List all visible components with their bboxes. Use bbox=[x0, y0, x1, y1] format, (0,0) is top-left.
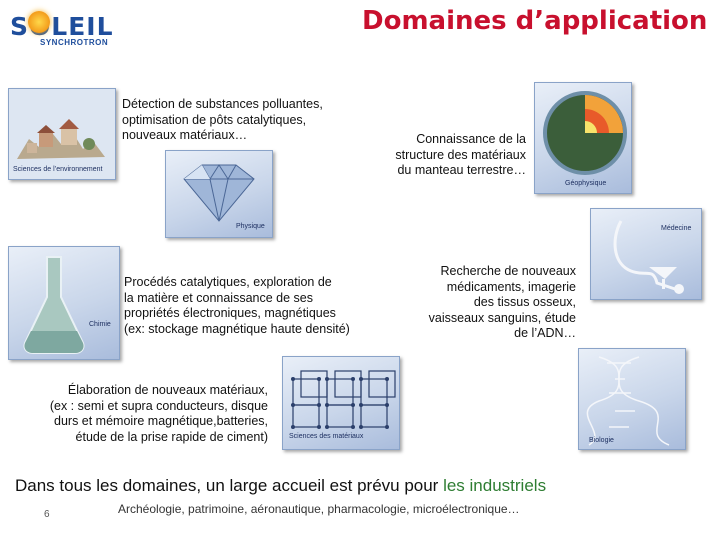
environment-text: Détection de substances polluantes, opti… bbox=[122, 97, 323, 144]
text-line: du manteau terrestre… bbox=[397, 163, 526, 177]
chemistry-caption: Chimie bbox=[89, 321, 111, 328]
sun-icon bbox=[28, 11, 50, 33]
text-line: de l’ADN… bbox=[514, 326, 576, 340]
text-line: médicaments, imagerie bbox=[446, 279, 576, 294]
text-line: propriétés électroniques, magnétiques bbox=[124, 306, 336, 320]
bottom-main: Dans tous les domaines, un large accueil… bbox=[15, 476, 444, 495]
flask-icon bbox=[23, 256, 85, 354]
crystal-lattice-icon bbox=[291, 370, 396, 429]
text-line: Connaissance de la bbox=[416, 132, 526, 146]
earth-cross-section-icon bbox=[543, 91, 627, 175]
text-line: Détection de substances polluantes, bbox=[122, 97, 323, 111]
environment-image: Sciences de l’environnement bbox=[8, 88, 116, 180]
biology-image: Biologie bbox=[578, 348, 686, 450]
medicine-caption: Médecine bbox=[661, 225, 692, 232]
soleil-logo: SOLEIL SYNCHROTRON bbox=[4, 4, 116, 50]
text-line: structure des matériaux bbox=[395, 147, 526, 162]
medicine-text: Recherche de nouveaux médicaments, image… bbox=[390, 264, 576, 342]
biology-caption: Biologie bbox=[589, 437, 614, 444]
text-line: la matière et connaissance de ses bbox=[124, 290, 313, 305]
materials-caption: Sciences des matériaux bbox=[289, 433, 364, 440]
text-line: Procédés catalytiques, exploration de bbox=[124, 275, 332, 289]
text-line: Élaboration de nouveaux matériaux, bbox=[67, 383, 268, 397]
page-number: 6 bbox=[44, 509, 50, 520]
text-line: durs et mémoire magnétique,batteries, bbox=[54, 414, 268, 428]
geophysics-image: Géophysique bbox=[534, 82, 632, 194]
text-line: vaisseaux sanguins, étude bbox=[428, 310, 576, 325]
logo-word: SOLEIL bbox=[10, 12, 114, 41]
page-title: Domaines d’application bbox=[362, 6, 708, 36]
footer-text: Archéologie, patrimoine, aéronautique, p… bbox=[118, 502, 520, 516]
diamond-icon bbox=[183, 164, 255, 222]
text-line: optimisation de pôts catalytiques, bbox=[122, 112, 307, 127]
chemistry-text: Procédés catalytiques, exploration de la… bbox=[124, 275, 350, 337]
text-line: (ex : semi et supra conducteurs, disque bbox=[49, 398, 268, 413]
materials-image: Sciences des matériaux bbox=[282, 356, 400, 450]
medicine-image: Médecine bbox=[590, 208, 702, 300]
text-line: Recherche de nouveaux bbox=[440, 264, 576, 278]
physics-caption: Physique bbox=[236, 223, 265, 230]
geophysics-text: Connaissance de la structure des matéria… bbox=[350, 132, 526, 179]
environment-caption: Sciences de l’environnement bbox=[13, 166, 103, 173]
text-line: des tissus osseux, bbox=[473, 295, 576, 309]
text-line: nouveaux matériaux… bbox=[122, 128, 248, 142]
bottom-statement: Dans tous les domaines, un large accueil… bbox=[15, 476, 546, 496]
logo-subtitle: SYNCHROTRON bbox=[40, 38, 109, 47]
dna-helix-icon bbox=[586, 356, 670, 446]
geophysics-caption: Géophysique bbox=[565, 180, 607, 187]
bottom-highlight: les industriels bbox=[443, 476, 547, 495]
stethoscope-icon bbox=[613, 220, 684, 294]
physics-image: Physique bbox=[165, 150, 273, 238]
text-line: (ex: stockage magnétique haute densité) bbox=[124, 321, 350, 336]
materials-text: Élaboration de nouveaux matériaux, (ex :… bbox=[18, 383, 268, 445]
chemistry-image: Chimie bbox=[8, 246, 120, 360]
village-icon bbox=[9, 89, 115, 179]
text-line: étude de la prise rapide de ciment) bbox=[75, 429, 268, 444]
